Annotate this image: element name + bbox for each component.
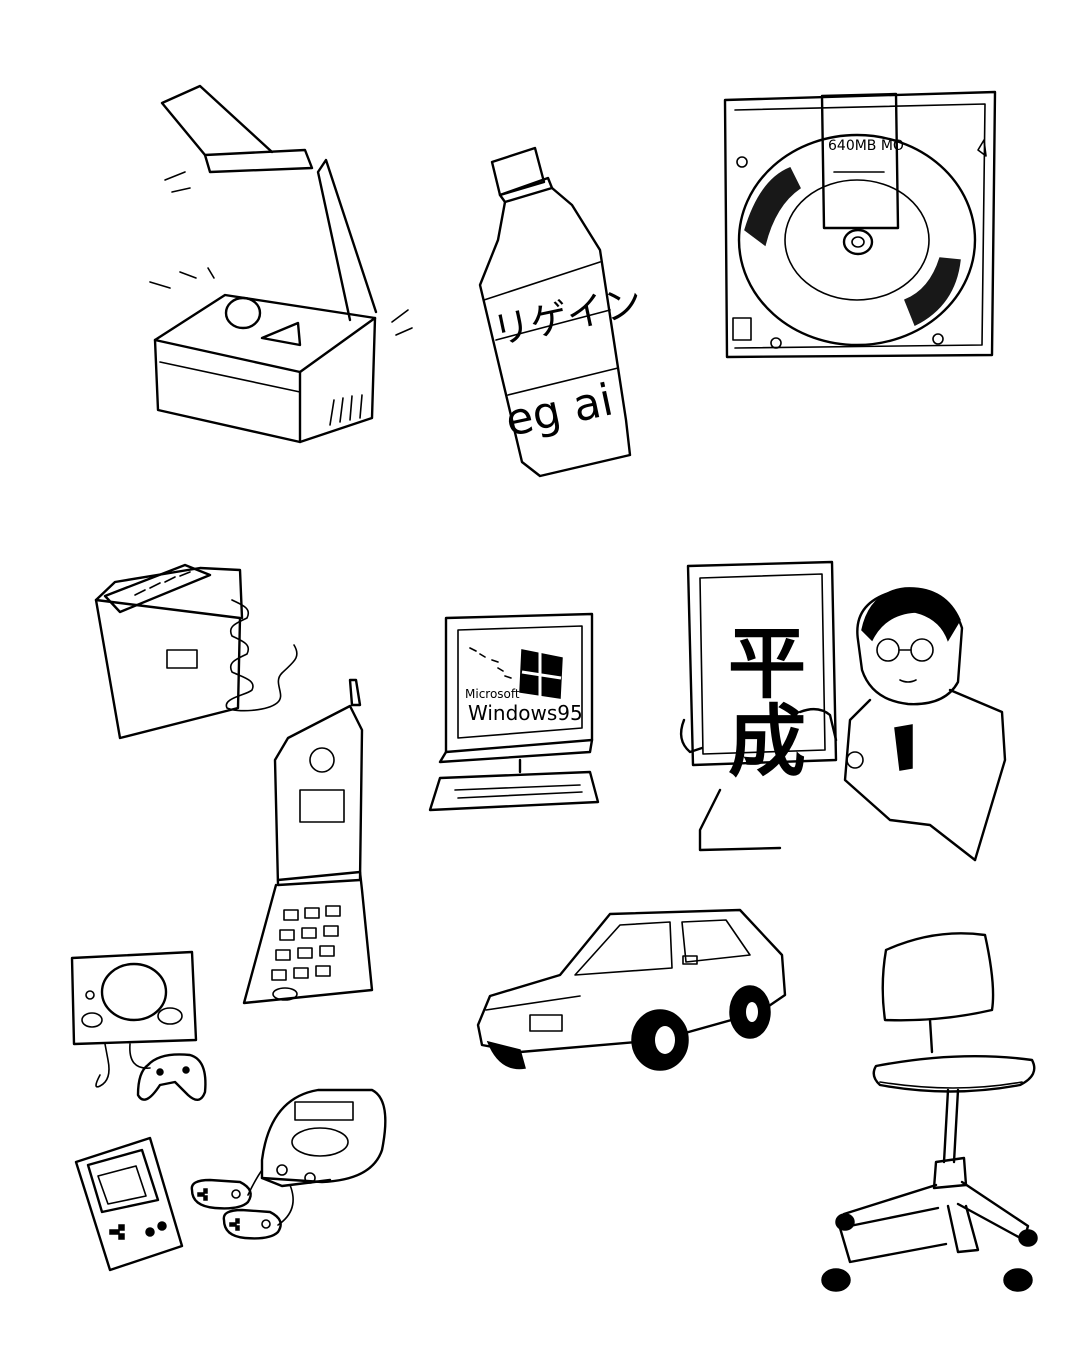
computer-brand-label: Microsoft xyxy=(465,687,520,701)
desktop-computer-icon: Microsoft Windows95 xyxy=(428,612,600,812)
handheld-game-icon xyxy=(74,1136,184,1272)
computer-os-label: Windows95 xyxy=(468,701,583,725)
console-controllers-icon xyxy=(190,1088,387,1240)
overhead-projector-icon xyxy=(149,84,413,444)
bottle-latin-label: eg ai xyxy=(501,374,617,446)
office-chair-icon xyxy=(821,932,1038,1292)
man-holding-heisei-sign-icon: 平成 xyxy=(679,560,1007,862)
game-console-icon xyxy=(70,950,207,1101)
mo-disk-icon: 640MB MO xyxy=(723,90,997,359)
mo-disk-label: 640MB MO xyxy=(828,138,904,154)
sedan-car-icon xyxy=(476,908,787,1071)
flip-phone-icon xyxy=(242,678,374,1005)
fax-telephone-icon xyxy=(94,563,298,740)
heisei-kanji: 平成 xyxy=(715,622,805,778)
drink-bottle-icon: リゲイン eg ai xyxy=(478,146,646,478)
